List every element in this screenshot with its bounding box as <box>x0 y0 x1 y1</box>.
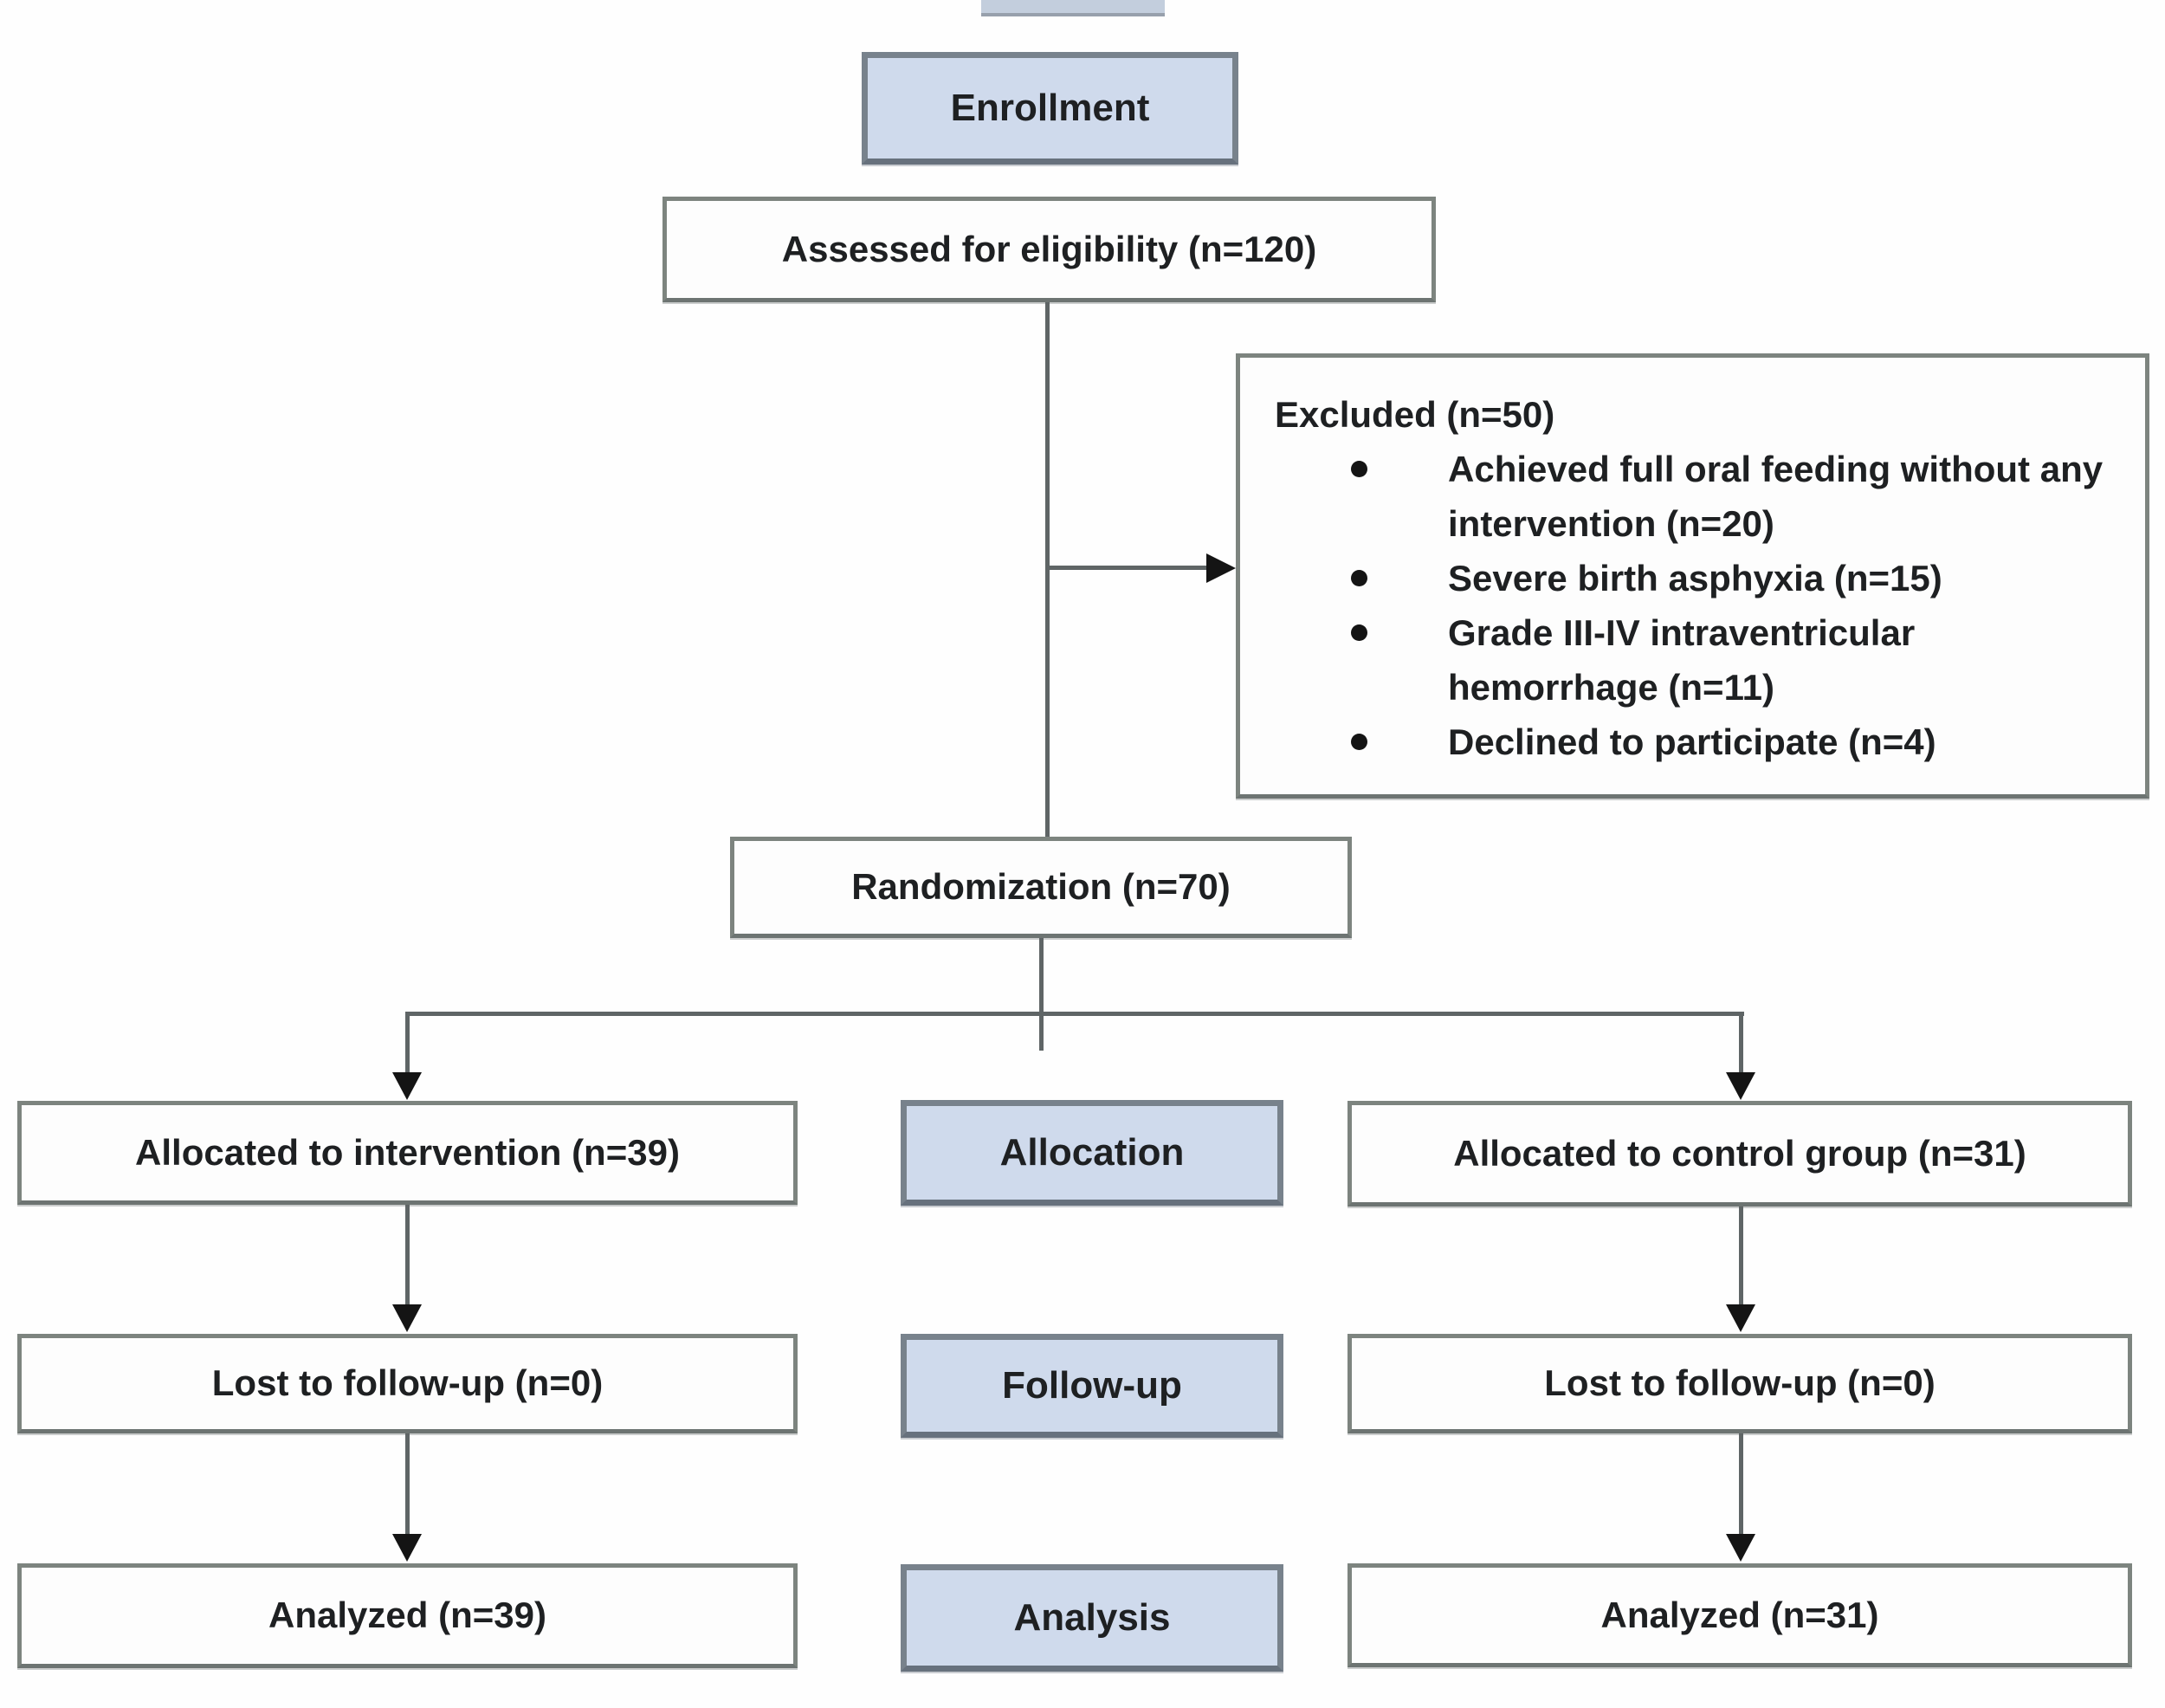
node-analyzed-control-label: Analyzed (n=31) <box>1600 1594 1879 1635</box>
connector-intervention-to-lost <box>405 1205 410 1306</box>
stage-label-allocation: Allocation <box>999 1131 1185 1174</box>
node-analyzed-intervention: Analyzed (n=39) <box>17 1563 798 1668</box>
excluded-bullet-list: Achieved full oral feeding without any i… <box>1275 442 2124 769</box>
arrowhead-analyzed-control <box>1726 1534 1755 1562</box>
node-lost-followup-control: Lost to follow-up (n=0) <box>1347 1334 2132 1433</box>
node-analyzed-intervention-label: Analyzed (n=39) <box>268 1595 546 1636</box>
node-allocated-control: Allocated to control group (n=31) <box>1347 1101 2132 1207</box>
node-lost-followup-control-label: Lost to follow-up (n=0) <box>1544 1362 1936 1404</box>
node-assessed-label: Assessed for eligibility (n=120) <box>781 228 1317 269</box>
stage-box-enrollment: Enrollment <box>862 52 1238 165</box>
excluded-title: Excluded (n=50) <box>1275 394 1555 435</box>
stage-box-followup: Follow-up <box>901 1334 1283 1438</box>
connector-branch-to-control <box>1739 1012 1743 1074</box>
node-lost-followup-intervention-label: Lost to follow-up (n=0) <box>211 1362 604 1404</box>
arrowhead-to-intervention <box>392 1072 422 1100</box>
stage-box-allocation: Allocation <box>901 1100 1283 1206</box>
node-allocated-intervention: Allocated to intervention (n=39) <box>17 1101 798 1205</box>
stage-box-analysis: Analysis <box>901 1564 1283 1672</box>
node-lost-followup-intervention: Lost to follow-up (n=0) <box>17 1334 798 1433</box>
stage-label-followup: Follow-up <box>1002 1364 1182 1407</box>
arrowhead-to-control <box>1726 1072 1755 1100</box>
connector-lost-to-analyzed-intervention <box>405 1433 410 1535</box>
excluded-bullet-item: Severe birth asphyxia (n=15) <box>1275 551 2119 605</box>
arrowhead-intervention-lost <box>392 1304 422 1332</box>
connector-branch-to-intervention <box>405 1012 410 1074</box>
connector-randomization-stem <box>1039 938 1044 1051</box>
connector-lost-to-analyzed-control <box>1739 1433 1743 1535</box>
arrowhead-to-excluded <box>1206 553 1236 583</box>
node-randomization-label: Randomization (n=70) <box>851 866 1231 908</box>
excluded-bullet-item: Declined to participate (n=4) <box>1275 715 2119 769</box>
connector-to-excluded <box>1047 566 1206 570</box>
stage-label-analysis: Analysis <box>1013 1596 1171 1639</box>
node-randomization: Randomization (n=70) <box>730 837 1352 938</box>
node-allocated-control-label: Allocated to control group (n=31) <box>1453 1132 2026 1174</box>
connector-control-to-lost <box>1739 1207 1743 1306</box>
stage-label-enrollment: Enrollment <box>950 87 1150 129</box>
connector-branch-horizontal <box>405 1012 1744 1016</box>
node-analyzed-control: Analyzed (n=31) <box>1347 1563 2132 1667</box>
excluded-bullet-item: Achieved full oral feeding without any i… <box>1275 442 2119 551</box>
arrowhead-control-lost <box>1726 1304 1755 1332</box>
excluded-bullet-item: Grade III-IV intraventricular hemorrhage… <box>1275 605 2119 715</box>
cropped-box-remnant <box>981 0 1165 16</box>
node-allocated-intervention-label: Allocated to intervention (n=39) <box>135 1131 680 1173</box>
node-assessed-for-eligibility: Assessed for eligibility (n=120) <box>662 197 1436 302</box>
node-excluded: Excluded (n=50) Achieved full oral feedi… <box>1236 353 2149 799</box>
arrowhead-analyzed-intervention <box>392 1534 422 1562</box>
